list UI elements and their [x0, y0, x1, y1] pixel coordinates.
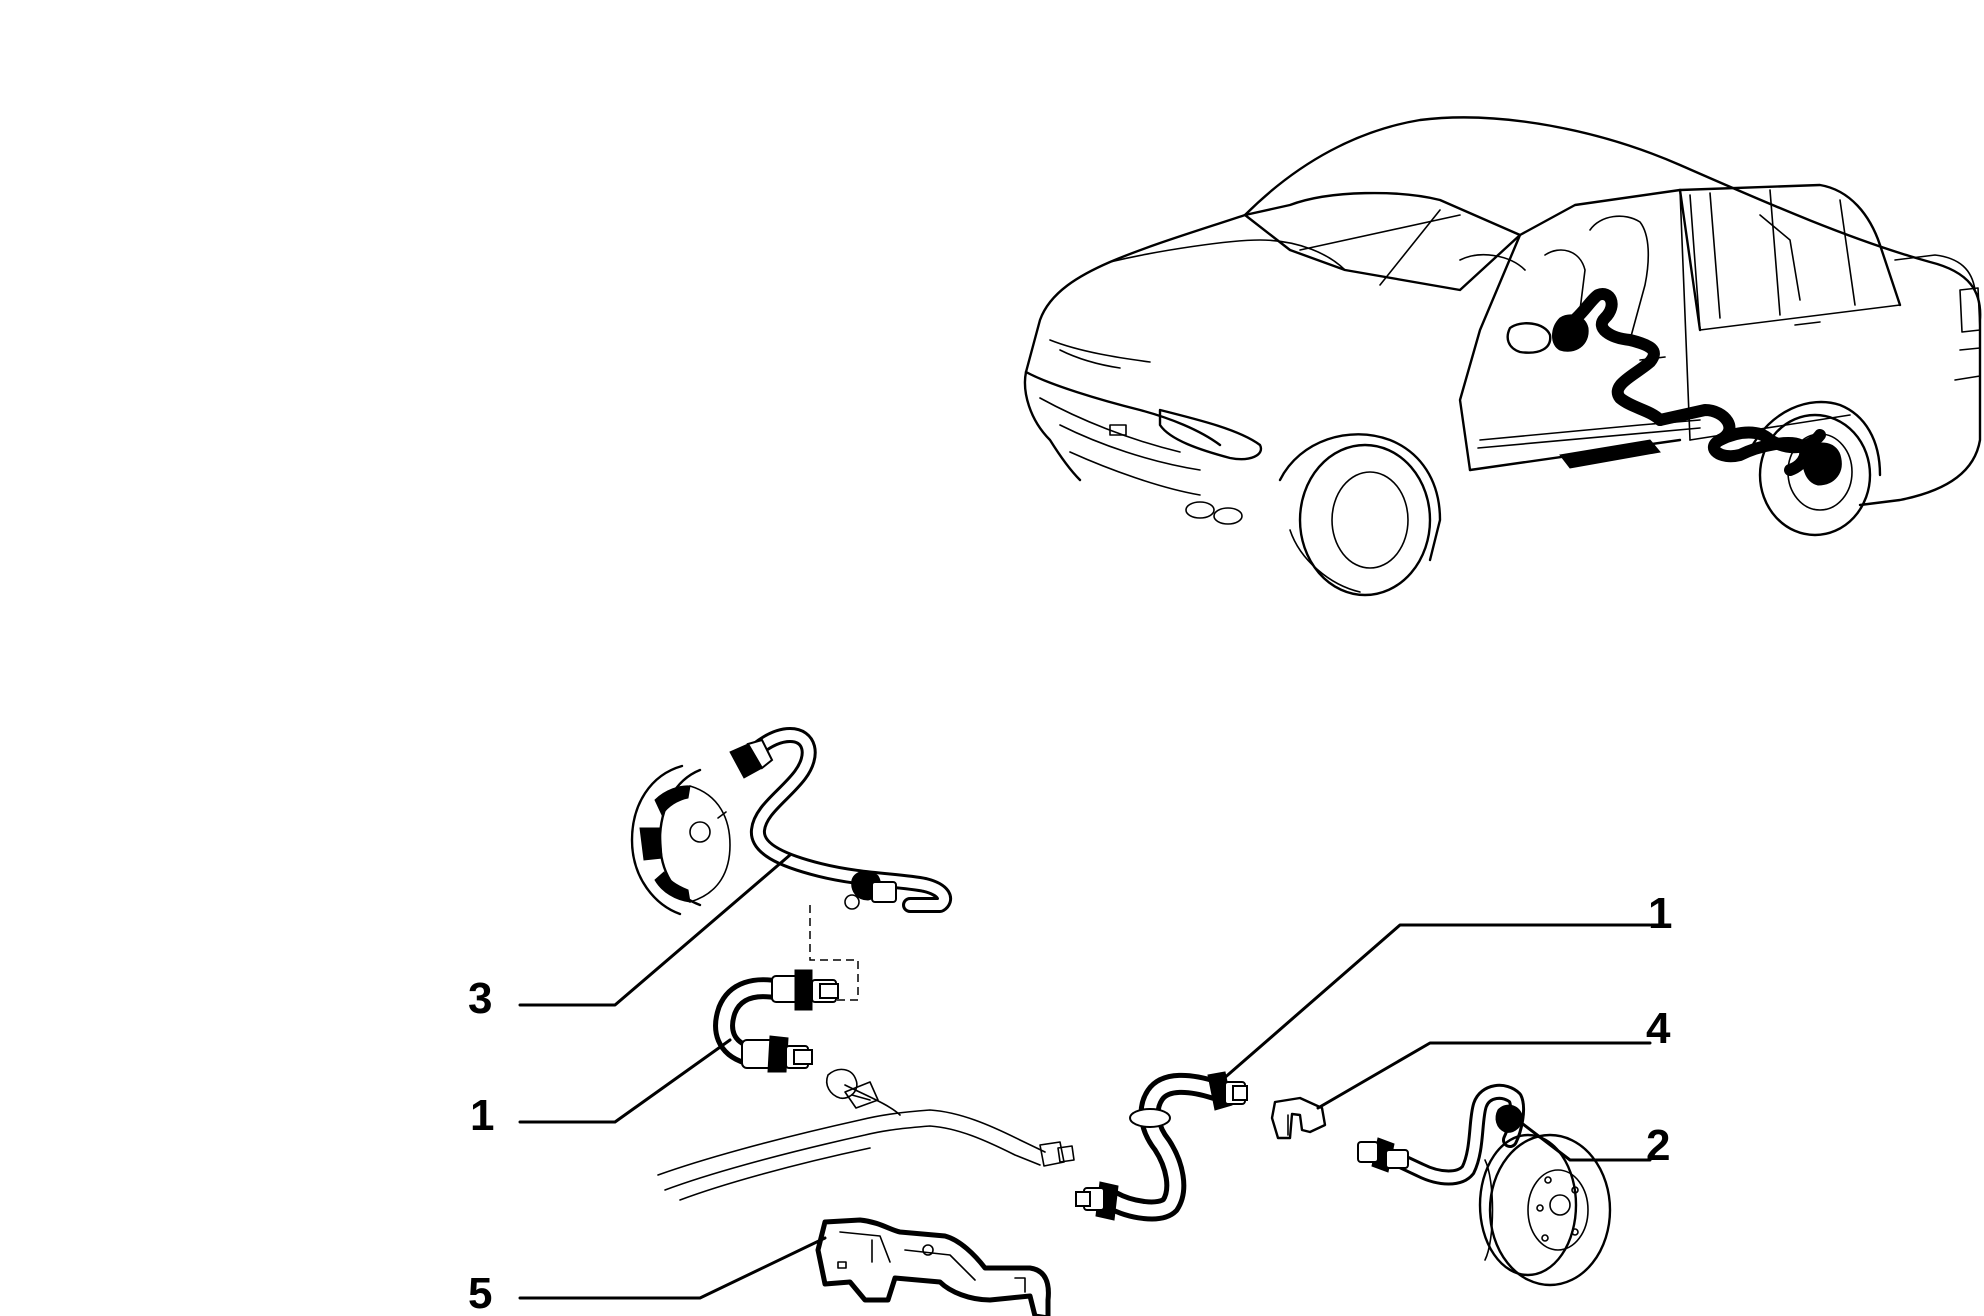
leader-3 [518, 853, 792, 1007]
callout-3: 3 [468, 974, 492, 1023]
car-overview-drawing [1023, 116, 1982, 597]
flexible-hose-left [713, 969, 839, 1073]
callout-2: 2 [1646, 1121, 1670, 1170]
clip [1270, 1096, 1327, 1140]
leader-5 [518, 1236, 827, 1300]
leader-lines [518, 853, 1652, 1300]
callout-5: 5 [468, 1269, 492, 1316]
callout-4: 4 [1646, 1004, 1671, 1053]
callout-1-right: 1 [1648, 889, 1672, 938]
leader-2 [1513, 1116, 1652, 1162]
rear-brake-pipe-right [1357, 1083, 1612, 1287]
leader-1-right [1220, 923, 1652, 1082]
leader-1-left [518, 1038, 732, 1124]
rear-brake-pipe [630, 727, 953, 1001]
leader-4 [1316, 1041, 1652, 1110]
flexible-hose-right [1075, 1071, 1248, 1222]
rigid-pipe-middle [657, 1068, 1075, 1201]
bracket [815, 1217, 1051, 1316]
callout-numbers: 3 1 5 1 4 2 [468, 889, 1672, 1316]
callout-1-left: 1 [470, 1091, 494, 1140]
